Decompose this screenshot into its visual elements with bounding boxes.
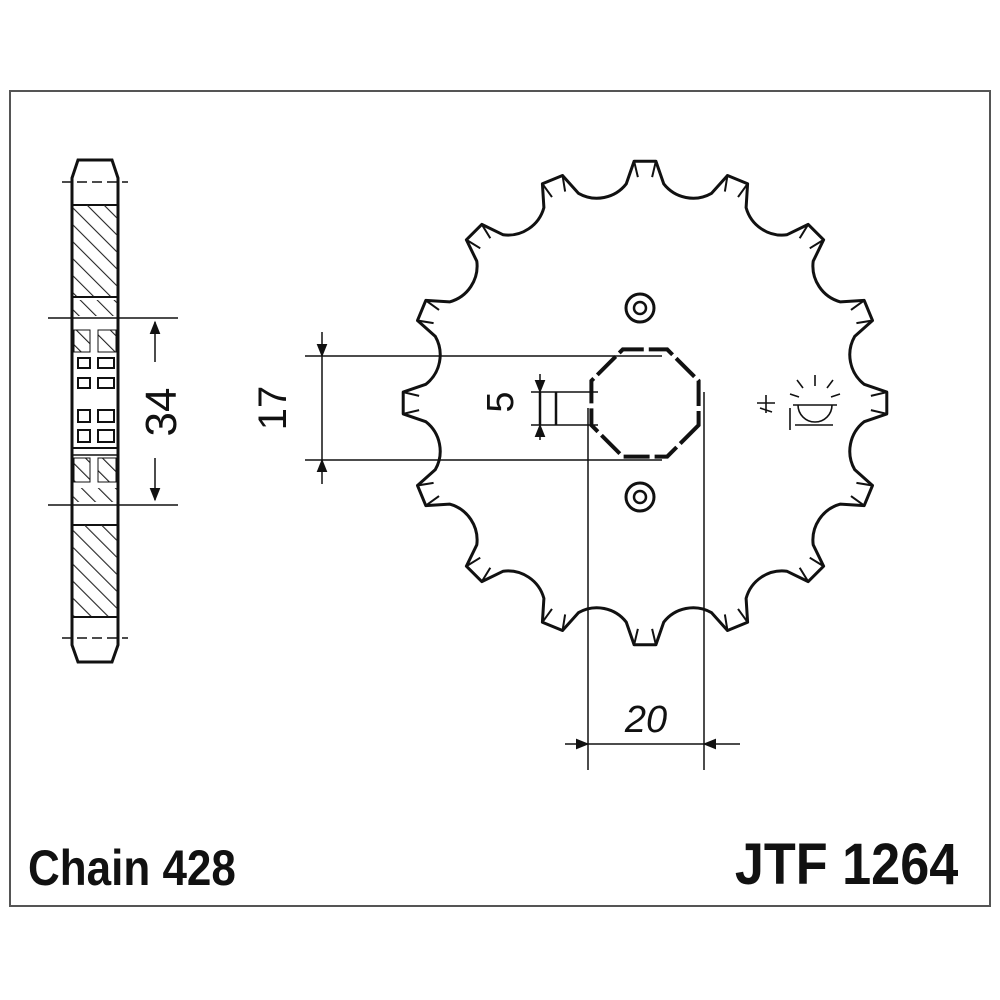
dimension-5-label: 5 [480, 391, 522, 412]
chain-size-caption: Chain 428 [28, 840, 236, 896]
tooth-tip [464, 222, 492, 250]
dimension-20-label: 20 [624, 699, 667, 741]
tooth-tip [850, 481, 874, 508]
front-view: 17 5 20 [251, 159, 889, 770]
side-hub-section [72, 300, 118, 502]
tooth-tip [798, 222, 826, 250]
side-hatch-lower [73, 525, 117, 617]
mounting-hole-lower [624, 481, 656, 513]
tooth-tip [540, 608, 567, 632]
drawing-frame [9, 90, 991, 907]
tooth-tip [416, 298, 440, 325]
rotation-symbol-icon [757, 375, 841, 430]
tooth-tip [416, 481, 440, 508]
tooth-tip [464, 556, 492, 584]
tooth-tip [798, 556, 826, 584]
tooth-tip [870, 390, 888, 416]
tooth-tip [632, 628, 658, 646]
tooth-tip [540, 174, 567, 198]
part-number-caption: JTF 1264 [734, 832, 958, 897]
tooth-tip [632, 160, 658, 178]
dimension-17-label: 17 [251, 386, 295, 431]
sprocket-tooth-tips [402, 160, 888, 646]
side-view-profile [70, 158, 120, 664]
tooth-tip [723, 174, 750, 198]
mounting-hole-upper [624, 292, 656, 324]
splined-bore [589, 347, 701, 459]
side-hatch-upper [73, 205, 117, 297]
side-view: 34 [48, 158, 186, 664]
tooth-tip [402, 390, 420, 416]
tooth-tip [850, 298, 874, 325]
tooth-tip [723, 608, 750, 632]
dimension-34-label: 34 [137, 388, 186, 437]
sprocket-outline [401, 159, 889, 647]
